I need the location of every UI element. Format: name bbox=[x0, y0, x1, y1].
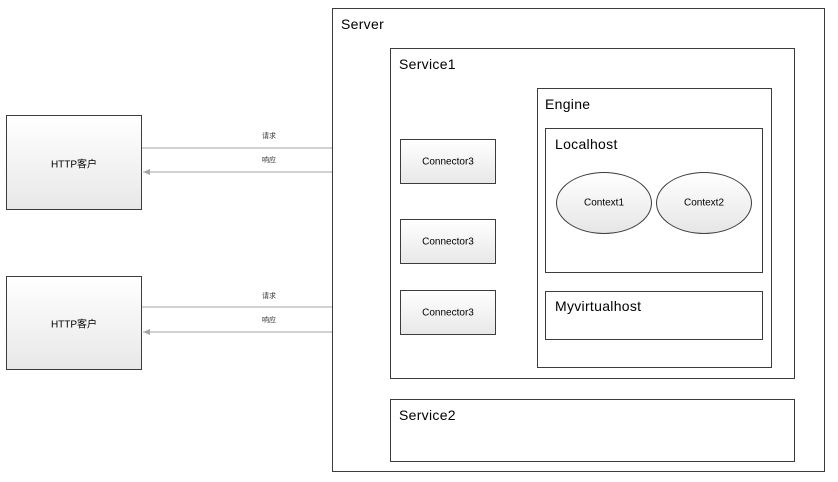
connector-3: Connector3 bbox=[400, 290, 496, 335]
connector-2-label: Connector3 bbox=[422, 236, 474, 247]
request-label-2: 请求 bbox=[262, 293, 276, 300]
connector-3-label: Connector3 bbox=[422, 307, 474, 318]
context2-ellipse: Context2 bbox=[656, 172, 752, 234]
localhost-label: Localhost bbox=[555, 136, 618, 152]
connector-1: Connector3 bbox=[400, 139, 496, 184]
http-client-2-label: HTTP客户 bbox=[50, 319, 98, 331]
context1-ellipse: Context1 bbox=[556, 172, 652, 234]
response-label-2: 响应 bbox=[262, 317, 276, 324]
server-label: Server bbox=[341, 16, 385, 32]
request-label-1: 请求 bbox=[262, 133, 276, 140]
connector-1-label: Connector3 bbox=[422, 156, 474, 167]
myvirtualhost-box: Myvirtualhost bbox=[545, 291, 763, 340]
service2-box: Service2 bbox=[390, 399, 795, 462]
myvirtualhost-label: Myvirtualhost bbox=[555, 298, 642, 314]
service1-label: Service1 bbox=[399, 56, 456, 72]
service2-label: Service2 bbox=[399, 407, 456, 423]
engine-label: Engine bbox=[545, 96, 591, 112]
connector-2: Connector3 bbox=[400, 219, 496, 264]
http-client-2: HTTP客户 bbox=[6, 276, 142, 370]
context1-label: Context1 bbox=[583, 197, 625, 209]
http-client-1-label: HTTP客户 bbox=[50, 159, 98, 170]
http-client-1: HTTP客户 bbox=[6, 115, 142, 210]
response-label-1: 响应 bbox=[262, 157, 276, 164]
context2-label: Context2 bbox=[683, 197, 725, 209]
